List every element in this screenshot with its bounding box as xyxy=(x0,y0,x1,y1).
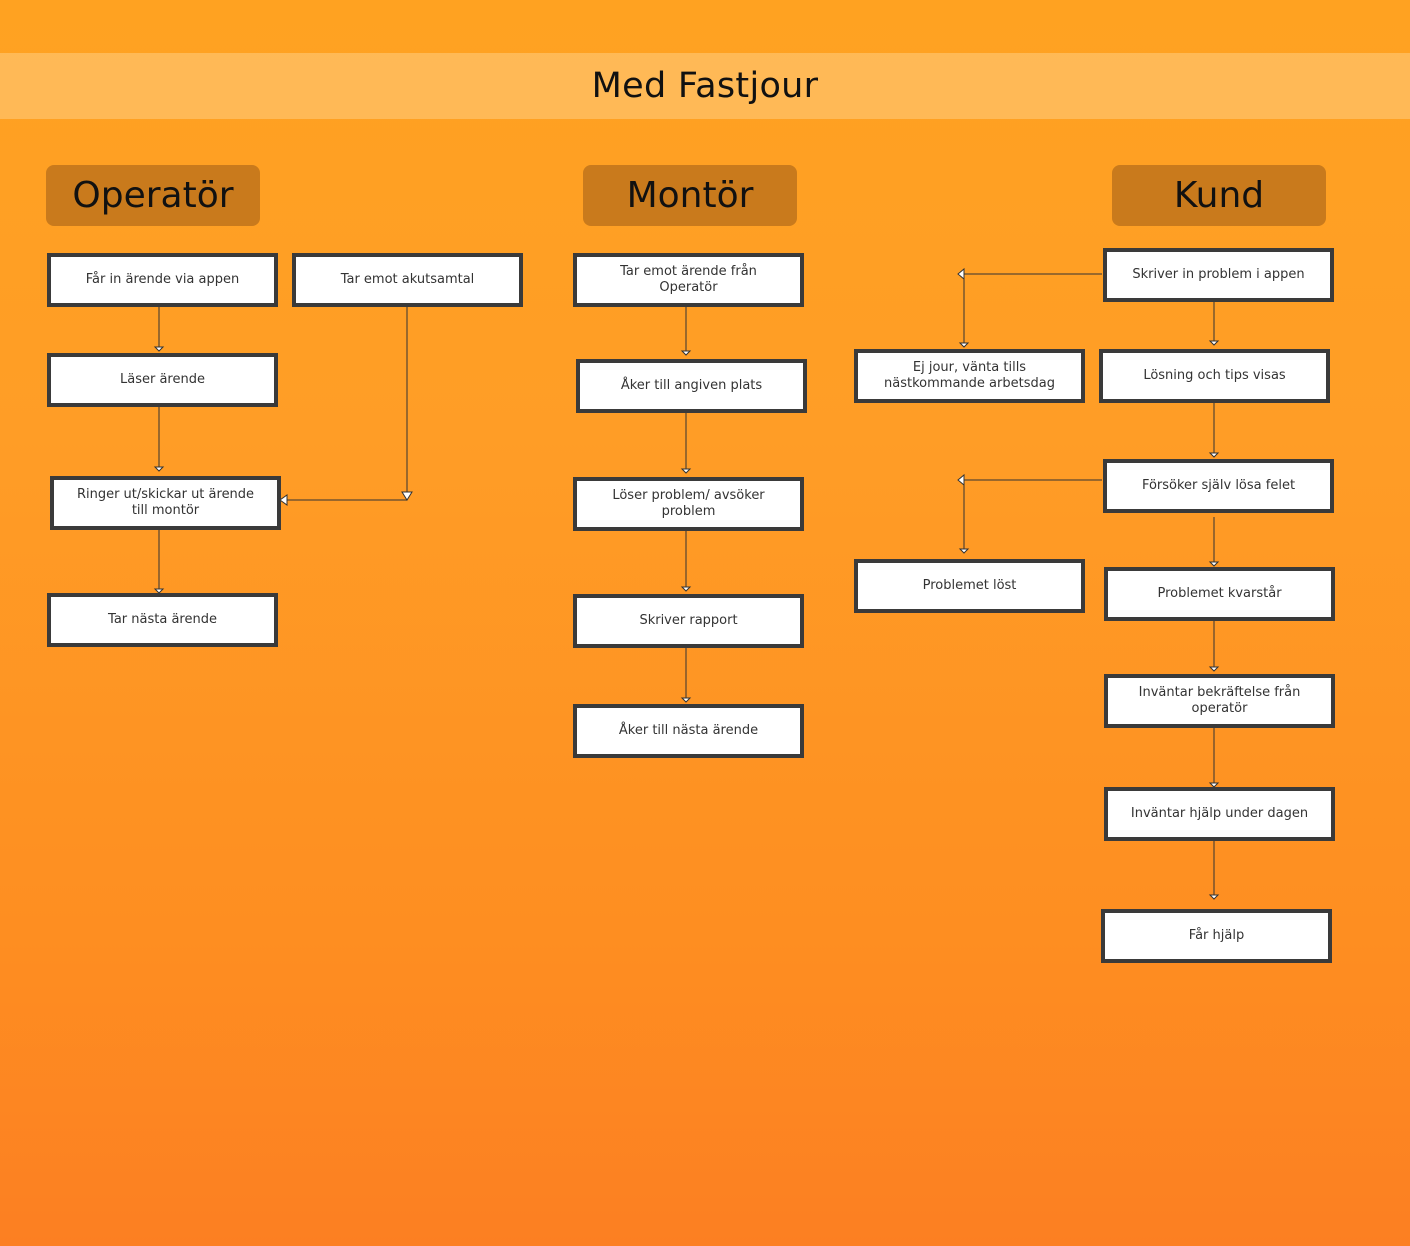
lane-header-kund: Kund xyxy=(1112,165,1326,226)
box-aker-till-nasta: Åker till nästa ärende xyxy=(573,704,804,758)
lane-header-operator: Operatör xyxy=(46,165,260,226)
arrowhead-montor-1 xyxy=(680,350,692,356)
arrowhead-montor-4 xyxy=(680,697,692,703)
arrowhead-kund-6 xyxy=(1208,894,1220,900)
arrowhead-kund-ej-down xyxy=(958,342,970,348)
box-aker-till-plats: Åker till angiven plats xyxy=(576,359,807,413)
arrowhead-kund-1 xyxy=(1208,340,1220,346)
box-far-hjalp: Får hjälp xyxy=(1101,909,1332,963)
box-losning-tips: Lösning och tips visas xyxy=(1099,349,1330,403)
box-tar-emot-akutsamtal: Tar emot akutsamtal xyxy=(292,253,523,307)
box-invantar-bekraftelse: Inväntar bekräftelse från operatör xyxy=(1104,674,1335,728)
arrowhead-kund-ej-left xyxy=(957,267,965,281)
box-skriver-in-problem: Skriver in problem i appen xyxy=(1103,248,1334,302)
box-tar-emot-fran-operator: Tar emot ärende från Operatör xyxy=(573,253,804,307)
arrowhead-kund-3 xyxy=(1208,561,1220,567)
box-tar-nasta-arende: Tar nästa ärende xyxy=(47,593,278,647)
arrowhead-kund-2 xyxy=(1208,452,1220,458)
box-laser-arende: Läser ärende xyxy=(47,353,278,407)
arrowhead-kund-lost-left xyxy=(957,473,965,487)
box-skriver-rapport: Skriver rapport xyxy=(573,594,804,648)
arrowhead-montor-3 xyxy=(680,586,692,592)
arrowhead-ringer-left xyxy=(279,494,288,506)
box-problemet-lost: Problemet löst xyxy=(854,559,1085,613)
box-far-in-arende: Får in ärende via appen xyxy=(47,253,278,307)
arrowhead-montor-2 xyxy=(680,468,692,474)
arrowhead-kund-lost-down xyxy=(958,548,970,554)
page-title: Med Fastjour xyxy=(591,66,819,106)
box-loser-problem: Löser problem/ avsöker problem xyxy=(573,477,804,531)
box-ringer-ut: Ringer ut/skickar ut ärende till montör xyxy=(50,476,281,530)
lane-header-montor: Montör xyxy=(583,165,797,226)
title-band: Med Fastjour xyxy=(0,53,1410,119)
box-invantar-hjalp: Inväntar hjälp under dagen xyxy=(1104,787,1335,841)
arrowhead-kund-4 xyxy=(1208,666,1220,672)
box-problemet-kvarstar: Problemet kvarstår xyxy=(1104,567,1335,621)
arrowhead-operator-1 xyxy=(153,346,165,352)
arrowhead-operator-2 xyxy=(153,466,165,472)
arrowhead-akut-mid xyxy=(401,491,413,501)
box-ej-jour: Ej jour, vänta tills nästkommande arbets… xyxy=(854,349,1085,403)
box-forsoker-sjalv: Försöker själv lösa felet xyxy=(1103,459,1334,513)
